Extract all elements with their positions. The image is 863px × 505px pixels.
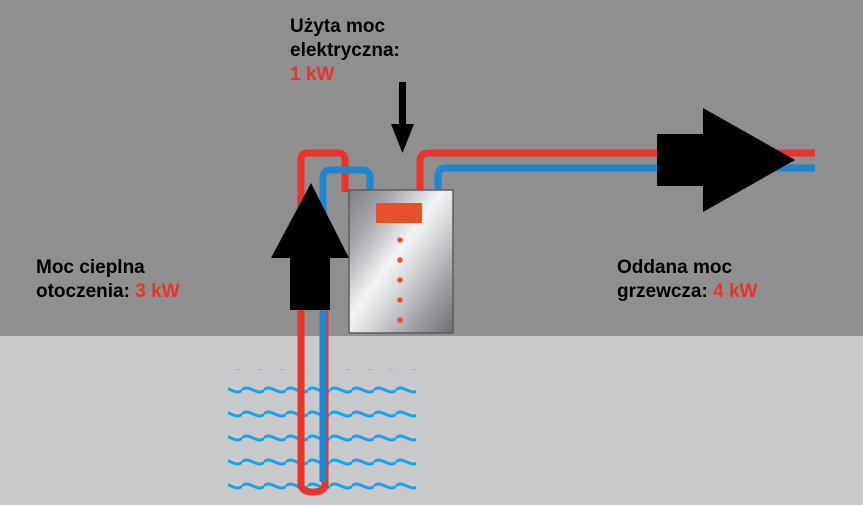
- unit-indicator-dot: [397, 277, 403, 283]
- ambient-heat-line1: Moc cieplna: [36, 257, 145, 278]
- unit-indicator-dot: [397, 297, 403, 303]
- heating-output-line1: Oddana moc: [617, 257, 733, 278]
- electric-power-value: 1 kW: [290, 64, 335, 85]
- electric-input-arrow: [391, 82, 414, 153]
- electric-power-line2: elektryczna:: [290, 40, 400, 61]
- output-cold-pipe: [434, 164, 815, 192]
- heating-output-value: 4 kW: [713, 281, 758, 302]
- heating-output-label: Oddana moc grzewcza: 4 kW: [617, 256, 757, 304]
- electric-power-label: Użyta moc elektryczna: 1 kW: [290, 15, 400, 87]
- unit-display-panel: [376, 203, 422, 223]
- ground-loop-cold-pipe: [319, 166, 374, 482]
- unit-indicator-dot: [397, 237, 403, 243]
- ambient-heat-label: Moc cieplna otoczenia: 3 kW: [36, 256, 180, 304]
- output-hot-pipe: [416, 149, 815, 192]
- ground-area: [0, 336, 863, 505]
- unit-indicator-dot: [397, 257, 403, 263]
- ambient-heat-prefix: otoczenia:: [36, 281, 130, 302]
- electric-power-line1: Użyta moc: [290, 16, 386, 37]
- heating-output-prefix: grzewcza:: [617, 281, 708, 302]
- ground-loop-hot-pipe: [297, 149, 349, 496]
- heating-output-arrow: [657, 108, 795, 212]
- ambient-heat-line2: otoczenia: 3 kW: [36, 280, 180, 304]
- heating-output-line2: grzewcza: 4 kW: [617, 280, 757, 304]
- ambient-heat-value: 3 kW: [135, 281, 180, 302]
- ambient-heat-arrow: [271, 183, 349, 310]
- unit-indicator-dot: [397, 317, 403, 323]
